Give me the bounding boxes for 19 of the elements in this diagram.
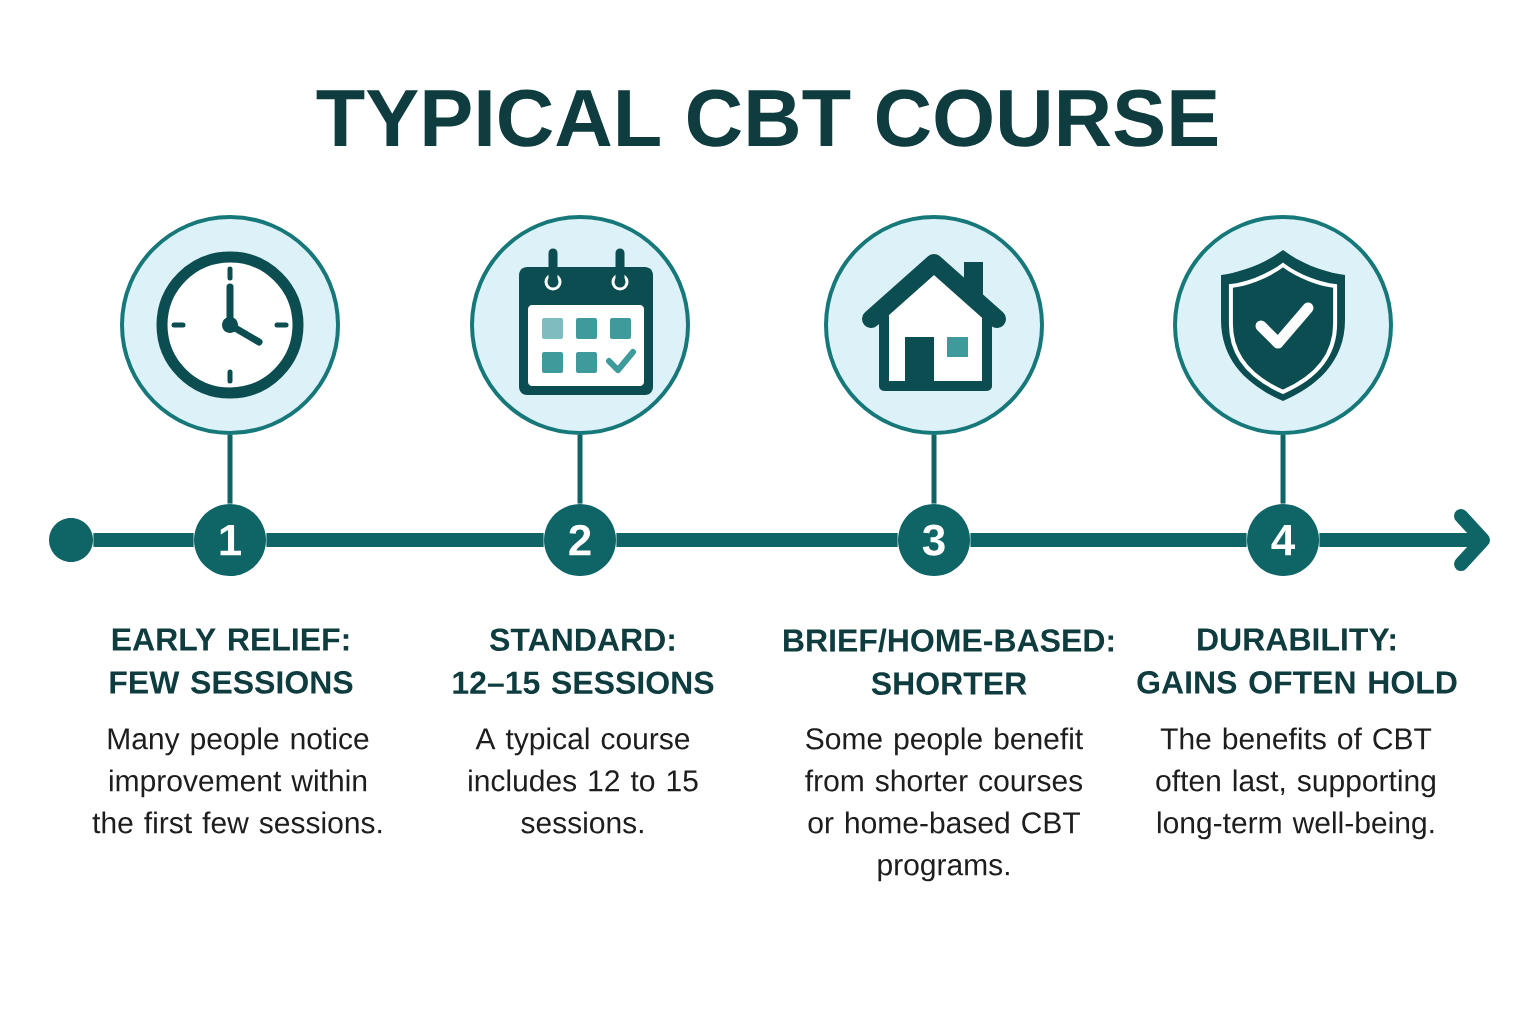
timeline-line [266,533,544,547]
title: TYPICAL CBT COURSE [316,89,1217,147]
step-heading: STANDARD: 12–15 SESSIONS [453,628,714,695]
connector-line [1280,435,1286,504]
step-description: The benefits of CBT often last, supporting long-term well-being. [1156,727,1435,840]
step-heading: DURABILITY: GAINS OFTEN HOLD [1137,628,1457,694]
step-heading: EARLY RELIEF: FEW SESSIONS [110,628,353,694]
step-description: Many people notice improvement within the first few sessions. [92,727,382,834]
step-description: A typical course includes 12 to 15 sessions. [469,727,698,834]
step-description: Some people benefit from shorter courses or home-based CBT programs. [805,727,1083,882]
timeline-line [616,533,898,547]
connector-line [931,435,937,504]
timeline-line [93,533,194,547]
timeline-line [970,533,1247,547]
timeline-arrow [1319,509,1490,571]
start-dot [49,518,93,562]
step-heading: BRIEF/HOME-BASED: SHORTER [784,628,1114,695]
connector-line [577,435,583,504]
connector-line [227,435,233,504]
